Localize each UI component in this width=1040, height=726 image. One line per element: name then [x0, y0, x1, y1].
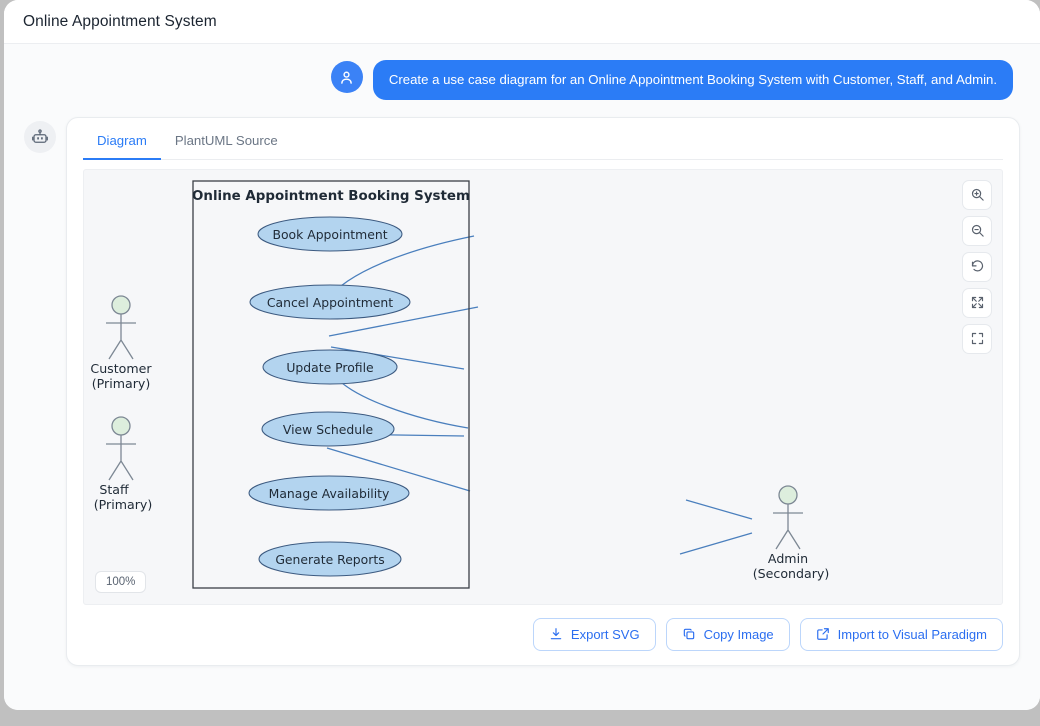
actor-customer-role: (Primary) [92, 376, 151, 391]
association-links [326, 235, 753, 555]
actor-admin-name: Admin [768, 551, 808, 566]
action-bar: Export SVG Copy Image [83, 617, 1003, 651]
system-boundary: Online Appointment Booking System [192, 180, 470, 589]
copy-image-label: Copy Image [703, 626, 774, 642]
svg-text:Cancel Appointment: Cancel Appointment [267, 295, 393, 310]
zoom-in-icon[interactable] [962, 179, 992, 210]
link-staff-availability [326, 447, 471, 492]
diagram-view-toolbar [962, 179, 992, 354]
actor-staff-name: Staff [99, 482, 129, 497]
robot-icon [24, 120, 56, 153]
svg-text:View Schedule: View Schedule [283, 422, 373, 437]
import-label: Import to Visual Paradigm [837, 626, 987, 642]
svg-text:Manage Availability: Manage Availability [269, 486, 390, 501]
actor-customer[interactable]: Customer (Primary) [90, 295, 152, 391]
svg-text:Update Profile: Update Profile [286, 360, 373, 375]
fullscreen-icon[interactable] [962, 323, 992, 354]
link-customer-cancel [328, 306, 479, 337]
chat-body: Create a use case diagram for an Online … [4, 44, 1040, 710]
zoom-out-icon[interactable] [962, 215, 992, 246]
user-message-bubble: Create a use case diagram for an Online … [372, 60, 1013, 100]
reset-icon[interactable] [962, 251, 992, 282]
actor-customer-name: Customer [90, 361, 152, 376]
actor-admin-role: (Secondary) [753, 566, 830, 581]
export-svg-label: Export SVG [570, 626, 640, 642]
use-case-manage-availability[interactable]: Manage Availability [248, 475, 410, 511]
app-window: Online Appointment System Create a use c… [4, 0, 1040, 710]
use-case-diagram: Online Appointment Booking System Book A… [90, 180, 830, 589]
assistant-message-row: Diagram PlantUML Source 100% [24, 116, 1020, 666]
external-link-icon [816, 627, 830, 641]
tab-strip: Diagram PlantUML Source [83, 118, 1003, 160]
actor-staff-role: (Primary) [94, 497, 153, 512]
diagram-canvas[interactable]: 100% [83, 168, 1003, 605]
diagram-result-card: Diagram PlantUML Source 100% [66, 116, 1020, 666]
use-case-book-appointment[interactable]: Book Appointment [257, 216, 403, 252]
use-case-nodes: Book Appointment Cancel Appointment Upda… [248, 216, 411, 577]
import-to-visual-paradigm-button[interactable]: Import to Visual Paradigm [799, 617, 1003, 651]
use-case-update-profile[interactable]: Update Profile [262, 349, 398, 385]
copy-image-button[interactable]: Copy Image [665, 617, 790, 651]
svg-text:Generate Reports: Generate Reports [275, 552, 384, 567]
user-icon [330, 61, 363, 93]
use-case-cancel-appointment[interactable]: Cancel Appointment [249, 284, 411, 320]
link-admin-availability [685, 499, 753, 520]
user-message-row: Create a use case diagram for an Online … [24, 60, 1020, 100]
fit-screen-icon[interactable] [962, 287, 992, 318]
use-case-view-schedule[interactable]: View Schedule [261, 411, 395, 447]
system-boundary-title: Online Appointment Booking System [192, 189, 470, 204]
tab-plantuml-source[interactable]: PlantUML Source [174, 132, 278, 148]
svg-text:Book Appointment: Book Appointment [272, 227, 387, 242]
title-bar: Online Appointment System [4, 0, 1040, 44]
use-case-generate-reports[interactable]: Generate Reports [258, 541, 402, 577]
download-icon [549, 627, 563, 641]
actor-staff[interactable]: Staff (Primary) [94, 416, 153, 512]
zoom-level-badge: 100% [95, 570, 147, 593]
actor-nodes: Customer (Primary) Staff (Primary) [90, 295, 830, 581]
tab-diagram[interactable]: Diagram [83, 120, 161, 160]
actor-admin[interactable]: Admin (Secondary) [753, 485, 830, 581]
link-admin-reports [679, 532, 753, 555]
app-title: Online Appointment System [23, 12, 217, 30]
export-svg-button[interactable]: Export SVG [532, 617, 656, 651]
copy-icon [682, 627, 696, 641]
